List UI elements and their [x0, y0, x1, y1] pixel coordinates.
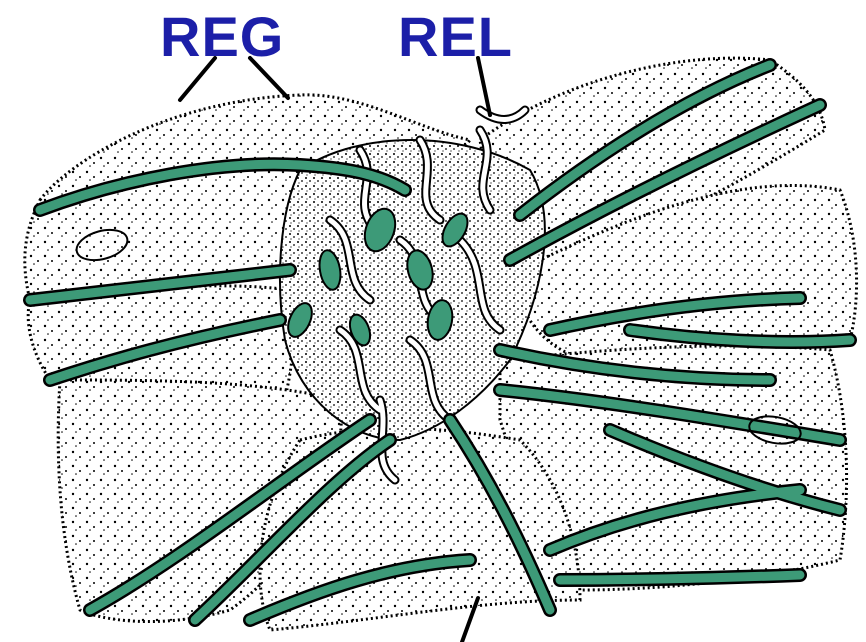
label-reg: REG [160, 5, 284, 68]
label-rel: REL [398, 5, 513, 68]
